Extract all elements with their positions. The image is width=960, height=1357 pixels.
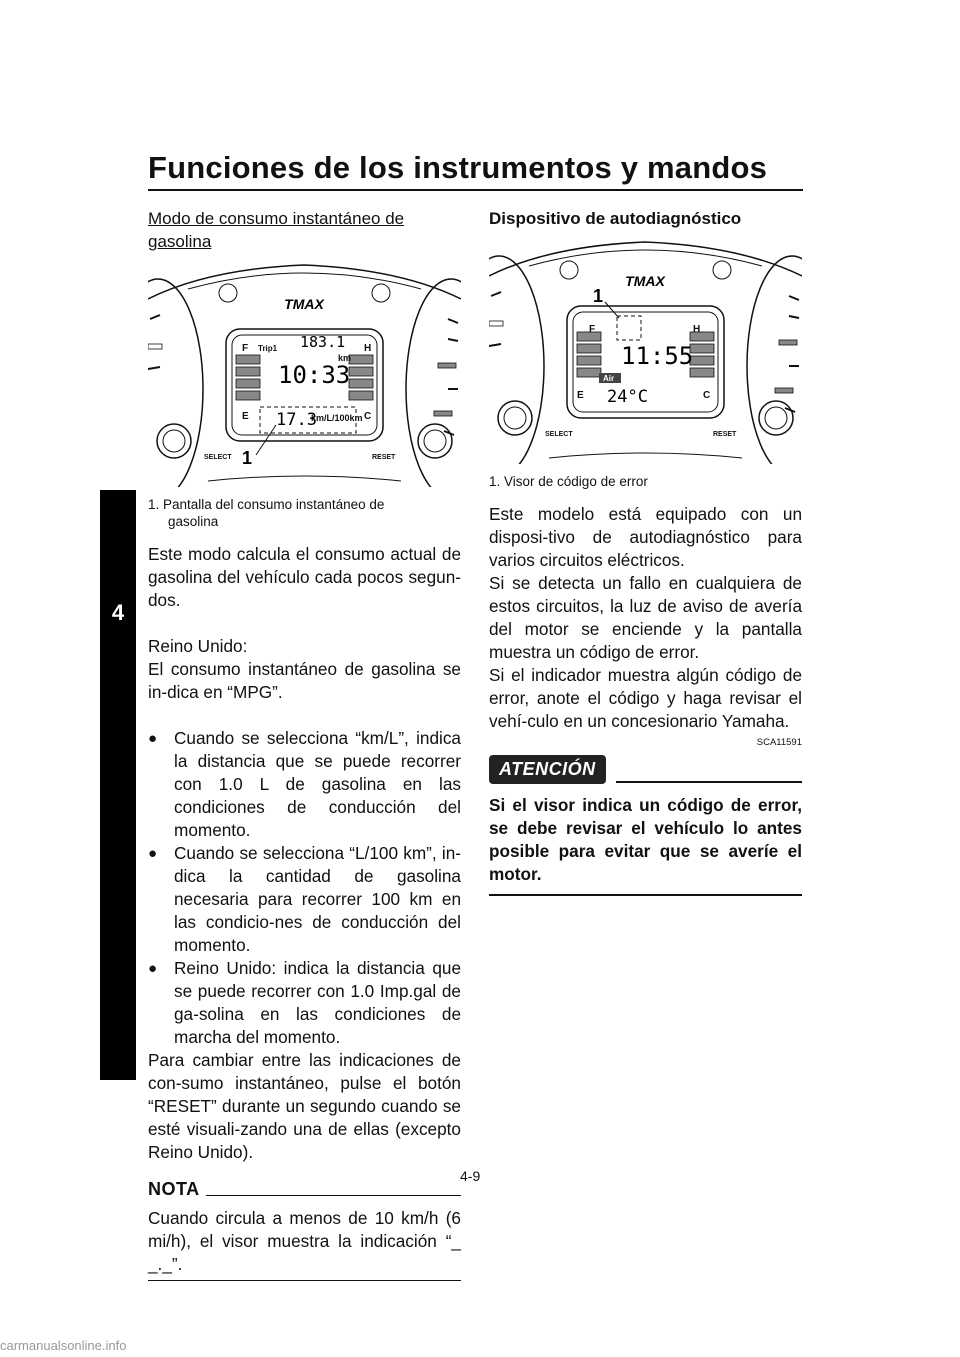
clock-display: 11:55 <box>621 342 693 370</box>
paragraph: Este modelo está equipado con un disposi… <box>489 504 802 570</box>
paragraph: Para cambiar entre las indicaciones de c… <box>148 1050 461 1162</box>
svg-text:E: E <box>577 390 584 401</box>
svg-text:H: H <box>693 324 700 335</box>
svg-text:RESET: RESET <box>713 431 737 438</box>
right-column: Dispositivo de autodiagnóstico <box>453 207 838 896</box>
svg-text:RESET: RESET <box>372 454 396 461</box>
nota-label: NOTA <box>148 1179 200 1199</box>
chapter-number: 4 <box>111 600 125 625</box>
atencion-bottom-rule <box>489 894 802 896</box>
paragraph: Reino Unido: <box>148 636 248 656</box>
svg-text:C: C <box>364 411 371 422</box>
figure-caption-left: 1. Pantalla del consumo instantáneo de g… <box>148 497 385 529</box>
bullet-list: Cuando se selecciona “km/L”, indica la d… <box>148 727 461 1049</box>
page-number: 4-9 <box>460 1168 481 1184</box>
atencion-heading: ATENCIÓN <box>489 755 802 784</box>
callout-number: 1 <box>593 286 603 306</box>
svg-text:F: F <box>589 324 595 335</box>
svg-text:SELECT: SELECT <box>545 431 573 438</box>
self-diagnosis-heading: Dispositivo de autodiagnóstico <box>489 209 742 228</box>
instant-consumption-heading: Modo de consumo instantáneo de gasolina <box>148 209 405 251</box>
list-item: Reino Unido: indica la distancia que se … <box>148 957 461 1049</box>
title-rule <box>148 189 803 191</box>
chapter-tab: 4 <box>100 490 136 1080</box>
paragraph: Si se detecta un fallo en cualquiera de … <box>489 573 802 662</box>
svg-text:E: E <box>242 411 249 422</box>
air-temp-display: 24°C <box>607 387 648 407</box>
svg-text:km: km <box>338 353 351 363</box>
callout-number: 1 <box>242 448 252 468</box>
svg-text:F: F <box>242 343 248 354</box>
reference-code: SCA11591 <box>756 737 802 748</box>
paragraph: Este modo calcula el consumo actual de g… <box>148 544 461 610</box>
svg-text:C: C <box>703 390 710 401</box>
svg-text:H: H <box>364 343 371 354</box>
clock-display: 10:33 <box>278 361 350 389</box>
brand-logo: TMAX <box>284 296 325 312</box>
page-title: Funciones de los instrumentos y mandos <box>148 150 768 185</box>
nota-heading: NOTA <box>148 1178 461 1201</box>
atencion-label: ATENCIÓN <box>489 755 606 784</box>
brand-logo: TMAX <box>625 273 666 289</box>
instant-consumption-figure: TMAX F Trip1 H E C km km/L/100km SELECT … <box>112 264 497 500</box>
left-column: Modo de consumo instantáneo de gasolina <box>112 207 497 1281</box>
svg-text:Trip1: Trip1 <box>258 344 278 353</box>
consumption-display: 17.3 <box>276 410 317 430</box>
self-diagnosis-figure: TMAX F H E C SELECT RESET Air 11:55 24°C… <box>453 241 838 477</box>
list-item: Cuando se selecciona “L/100 km”, in-dica… <box>148 842 461 957</box>
atencion-text: Si el visor indica un código de error, s… <box>489 795 802 884</box>
list-item: Cuando se selecciona “km/L”, indica la d… <box>148 727 461 842</box>
svg-text:km/L/100km: km/L/100km <box>311 413 363 423</box>
watermark: carmanualsonline.info <box>0 1338 127 1353</box>
svg-text:183.1: 183.1 <box>300 333 345 351</box>
svg-text:SELECT: SELECT <box>204 454 232 461</box>
paragraph: Si el indicador muestra algún código de … <box>489 665 802 731</box>
nota-bottom-rule <box>148 1280 461 1281</box>
paragraph: El consumo instantáneo de gasolina se in… <box>148 659 461 702</box>
nota-text: Cuando circula a menos de 10 km/h (6 mi/… <box>148 1208 461 1274</box>
figure-caption-right: 1. Visor de código de error <box>489 474 648 489</box>
air-label: Air <box>603 374 614 383</box>
